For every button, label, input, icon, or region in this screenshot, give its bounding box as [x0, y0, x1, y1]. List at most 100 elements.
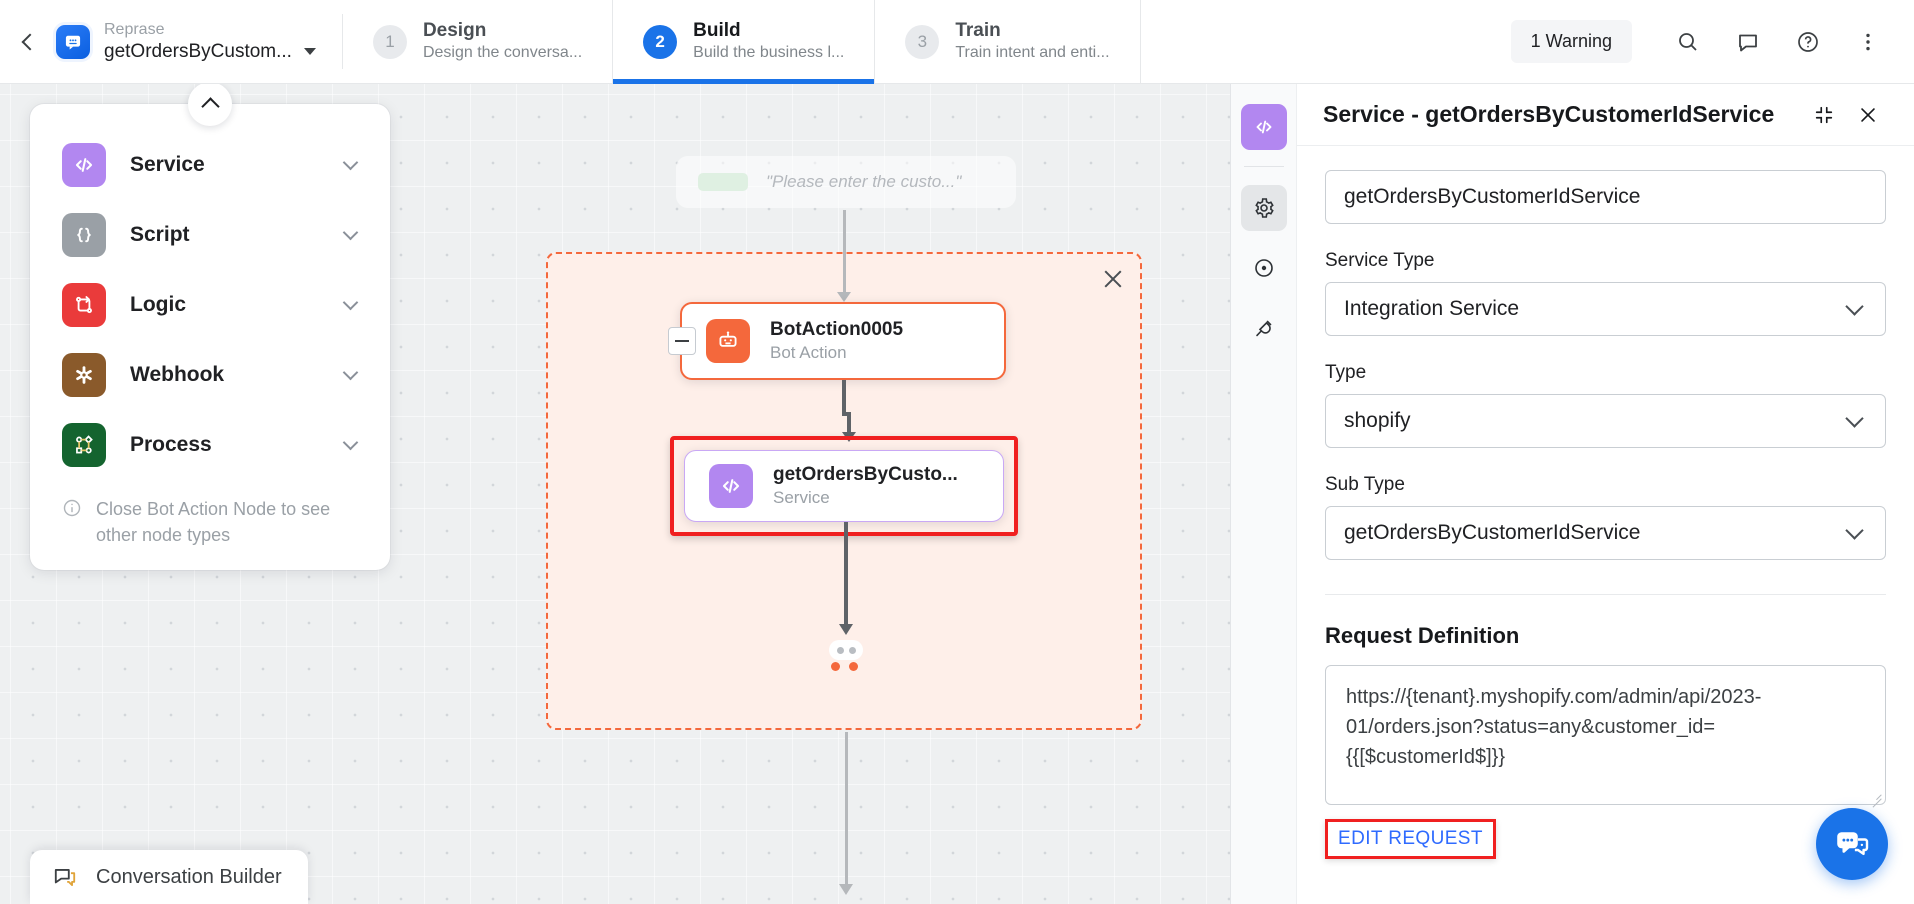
conversation-builder-label: Conversation Builder: [96, 865, 282, 888]
panel-close-button[interactable]: [1846, 93, 1890, 137]
merge-dot: [848, 646, 856, 654]
caret-down-icon[interactable]: [303, 48, 316, 55]
curly-braces-icon: [62, 213, 106, 257]
panel-title: Service - getOrdersByCustomerIdService: [1323, 101, 1775, 127]
code-brackets-icon: [1256, 120, 1271, 134]
step-desc: Train intent and enti...: [955, 44, 1110, 62]
step-number: 1: [372, 24, 407, 59]
service-type-label: Service Type: [1325, 250, 1435, 271]
resize-handle[interactable]: [1870, 789, 1882, 801]
palette-item-webhook[interactable]: Webhook: [30, 340, 390, 410]
type-label: Type: [1325, 362, 1367, 383]
arrow-head-icon: [839, 884, 853, 895]
palette-item-script[interactable]: Script: [30, 200, 390, 270]
bot-identity[interactable]: Reprase getOrdersByCustom...: [56, 0, 342, 83]
bot-name: getOrdersByCustom...: [104, 40, 292, 62]
divider: [1243, 166, 1284, 167]
palette-note: Close Bot Action Node to see other node …: [30, 480, 390, 552]
conversation-builder-chip[interactable]: Conversation Builder: [30, 850, 308, 904]
merge-dot: [836, 646, 844, 654]
panel-icon-rail: [1231, 84, 1297, 904]
panel-body: Service - getOrdersByCustomerIdService g…: [1297, 84, 1914, 904]
tab-design[interactable]: 1 Design Design the conversa...: [343, 0, 614, 83]
process-graph-icon: [62, 423, 106, 467]
panel-collapse-button[interactable]: [1802, 93, 1846, 137]
node-title: getOrdersByCusto...: [773, 463, 958, 485]
flow-graph: BotAction0005 Bot Action getOrdersByCust…: [0, 84, 1914, 904]
service-type-select[interactable]: Integration Service: [1325, 282, 1886, 336]
flow-merge-indicator[interactable]: [829, 640, 863, 660]
rail-plug-button[interactable]: [1241, 305, 1287, 351]
chat-bubbles-icon: [54, 869, 76, 887]
tab-build[interactable]: 2 Build Build the business l...: [613, 0, 876, 84]
type-value: shopify: [1344, 409, 1411, 432]
edit-request-highlight: EDIT REQUEST: [1325, 819, 1496, 859]
more-vertical-icon: [1866, 33, 1870, 50]
node-bot-action[interactable]: BotAction0005 Bot Action: [668, 302, 1006, 380]
step-title: Train: [955, 19, 1001, 41]
search-icon: [1679, 32, 1697, 51]
top-bar-actions: 1 Warning: [1510, 0, 1914, 83]
divider: [341, 14, 343, 69]
palette-item-label: Webhook: [130, 363, 225, 386]
edge-segment: [842, 380, 846, 414]
flow-split-indicator[interactable]: [831, 662, 858, 671]
chevron-down-icon: [1845, 296, 1864, 316]
help-button[interactable]: [1782, 16, 1834, 68]
chevron-down-icon[interactable]: [342, 434, 359, 451]
sub-type-label: Sub Type: [1325, 474, 1405, 495]
support-chat-fab[interactable]: [1816, 808, 1888, 880]
comments-button[interactable]: [1722, 16, 1774, 68]
palette-item-service[interactable]: Service: [30, 130, 390, 200]
palette-item-label: Logic: [130, 293, 186, 316]
node-subtitle: Bot Action: [770, 343, 847, 363]
palette-item-process[interactable]: Process: [30, 410, 390, 480]
chevron-down-icon[interactable]: [342, 224, 359, 241]
tab-train[interactable]: 3 Train Train intent and enti...: [875, 0, 1141, 83]
edge-segment: [843, 210, 846, 296]
upstream-node-ghost[interactable]: "Please enter the custo...": [676, 156, 1016, 208]
panel-form[interactable]: getOrdersByCustomerIdService Service Typ…: [1297, 146, 1914, 904]
plug-icon: [1255, 320, 1271, 337]
edge-segment: [842, 412, 851, 416]
rail-settings-button[interactable]: [1240, 185, 1287, 231]
close-icon[interactable]: [1100, 266, 1126, 292]
arrow-head-icon: [837, 292, 851, 302]
chevron-down-icon[interactable]: [342, 294, 359, 311]
node-title: BotAction0005: [770, 318, 904, 340]
type-select[interactable]: shopify: [1325, 394, 1886, 448]
search-button[interactable]: [1662, 16, 1714, 68]
ghost-node-text: "Please enter the custo...": [766, 172, 962, 191]
request-definition-title: Request Definition: [1325, 623, 1520, 648]
split-dot: [849, 662, 858, 671]
edge-segment: [847, 412, 851, 440]
code-brackets-icon: [62, 143, 106, 187]
rail-code-button[interactable]: [1240, 104, 1287, 150]
step-desc: Build the business l...: [693, 44, 845, 62]
sub-type-select[interactable]: getOrdersByCustomerIdService: [1325, 506, 1886, 560]
chevron-down-icon: [1845, 408, 1864, 428]
webhook-asterisk-icon: [62, 353, 106, 397]
step-number: 2: [643, 24, 678, 59]
chevron-up-icon: [200, 96, 220, 116]
request-url-textarea[interactable]: https://{tenant}.myshopify.com/admin/api…: [1325, 665, 1886, 805]
step-title: Design: [422, 19, 487, 41]
back-button[interactable]: [0, 0, 56, 83]
bot-project-label: Reprase: [104, 20, 165, 38]
chevron-left-icon: [21, 33, 39, 50]
rail-target-button[interactable]: [1241, 245, 1287, 291]
warning-badge[interactable]: 1 Warning: [1510, 20, 1632, 63]
step-title: Build: [693, 19, 741, 41]
collapse-node-button[interactable]: [668, 327, 696, 355]
edit-request-button[interactable]: EDIT REQUEST: [1338, 828, 1483, 849]
palette-collapse-button[interactable]: [188, 84, 232, 126]
palette-item-logic[interactable]: Logic: [30, 270, 390, 340]
palette-item-label: Service: [130, 153, 205, 176]
service-name-input[interactable]: getOrdersByCustomerIdService: [1325, 170, 1886, 224]
chevron-down-icon[interactable]: [342, 364, 359, 381]
more-options-button[interactable]: [1842, 16, 1894, 68]
top-bar: Reprase getOrdersByCustom... 1 Design De…: [0, 0, 1914, 84]
node-service[interactable]: getOrdersByCusto... Service: [684, 450, 1004, 522]
target-dot-icon: [1254, 259, 1273, 277]
chevron-down-icon[interactable]: [342, 154, 359, 171]
